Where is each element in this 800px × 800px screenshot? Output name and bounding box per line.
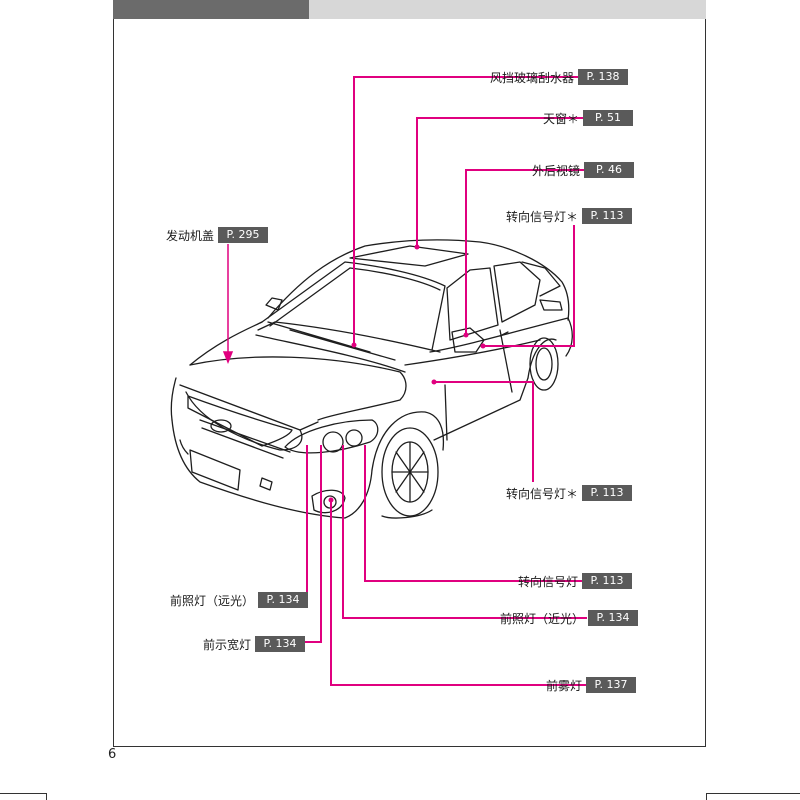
leader-dots — [328, 244, 486, 503]
page-reference: P. 113 — [582, 573, 633, 589]
page-reference: P. 46 — [584, 162, 635, 178]
leader-parking-light — [258, 445, 322, 643]
callout-fog-light: 前雾灯 P. 137 — [546, 677, 637, 693]
leader-turn-mirror — [483, 225, 575, 347]
callout-label: 转向信号灯＊ — [506, 486, 579, 501]
callout-headlight-low: 前照灯（近光） P. 134 — [500, 610, 639, 626]
page-reference: P. 295 — [218, 227, 269, 243]
callout-parking-light: 前示宽灯 P. 134 — [203, 636, 306, 652]
callout-wiper: 风挡玻璃刮水器 P. 138 — [490, 69, 629, 85]
crop-mark-left — [0, 793, 46, 794]
header-bar-dark — [113, 0, 309, 19]
leader-lines — [258, 76, 587, 686]
page-reference: P. 134 — [588, 610, 639, 626]
page-reference: P. 113 — [582, 485, 633, 501]
dot-fog — [328, 497, 334, 503]
leader-fog-light — [330, 500, 587, 686]
callout-label: 风挡玻璃刮水器 — [490, 70, 575, 85]
dot-moonroof — [414, 244, 420, 250]
header-bar-light — [309, 0, 706, 19]
callout-label: 前示宽灯 — [203, 637, 252, 652]
callout-hood: 发动机盖 P. 295 — [166, 227, 269, 243]
page-reference: P. 137 — [586, 677, 637, 693]
page-reference: P. 134 — [258, 592, 309, 608]
callout-label: 发动机盖 — [166, 228, 215, 243]
leader-wiper — [353, 76, 587, 345]
dot-wiper — [351, 342, 357, 348]
car-illustration — [170, 239, 573, 519]
callout-headlight-high: 前照灯（远光） P. 134 — [170, 592, 309, 608]
callout-label: 转向信号灯＊ — [506, 209, 579, 224]
callout-moonroof: 天窗＊ P. 51 — [543, 110, 634, 126]
page-number: 6 — [108, 747, 117, 762]
leader-mirror — [465, 169, 587, 335]
leader-turn-side — [434, 381, 534, 482]
dot-turn-side — [431, 379, 437, 385]
callout-label: 外后视镜 — [532, 163, 581, 178]
page-reference: P. 51 — [583, 110, 634, 126]
leader-turn-front — [364, 445, 587, 582]
callout-label: 天窗＊ — [543, 111, 580, 126]
hood-arrow — [222, 244, 234, 365]
crop-mark-left-vertical — [46, 793, 47, 800]
page-reference: P. 113 — [582, 208, 633, 224]
leader-headlight-low — [342, 445, 587, 619]
leader-moonroof — [416, 117, 587, 247]
callout-mirror: 外后视镜 P. 46 — [532, 162, 635, 178]
dot-turn-mirror — [480, 343, 486, 349]
callout-label: 转向信号灯 — [518, 574, 579, 589]
callout-label: 前照灯（近光） — [500, 611, 585, 626]
callout-turn-signal-mirror: 转向信号灯＊ P. 113 — [506, 208, 633, 224]
page-frame — [113, 19, 706, 747]
crop-mark-right — [706, 793, 800, 794]
crop-mark-right-vertical — [706, 793, 707, 800]
callout-turn-signal-side: 转向信号灯＊ P. 113 — [506, 485, 633, 501]
page-reference: P. 134 — [255, 636, 306, 652]
callout-label: 前照灯（远光） — [170, 593, 255, 608]
dot-mirror — [463, 332, 469, 338]
callout-turn-signal-front: 转向信号灯 P. 113 — [518, 573, 633, 589]
callout-label: 前雾灯 — [546, 678, 583, 693]
page-reference: P. 138 — [578, 69, 629, 85]
